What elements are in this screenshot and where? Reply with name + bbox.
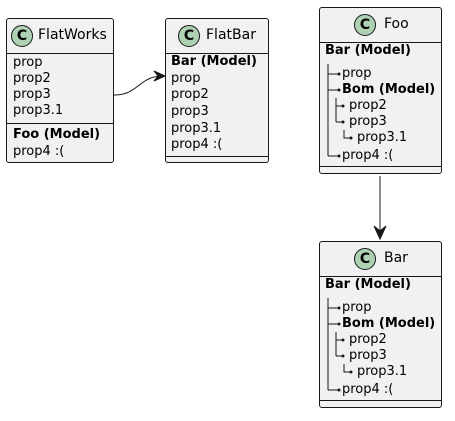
divider bbox=[320, 166, 441, 167]
class-header: C FlatWorks bbox=[7, 19, 113, 53]
class-badge-icon: C bbox=[354, 14, 376, 36]
field: prop bbox=[171, 71, 201, 86]
tree-item: prop bbox=[342, 66, 372, 81]
tree-item: prop3.1 bbox=[357, 130, 408, 145]
class-name: FlatBar bbox=[206, 27, 256, 43]
field: prop3 bbox=[171, 104, 209, 119]
class-header: C Bar bbox=[320, 242, 441, 276]
field: prop3.1 bbox=[171, 121, 222, 136]
class-badge-icon: C bbox=[178, 25, 200, 47]
class-header: C Foo bbox=[320, 8, 441, 42]
class-name: Bar bbox=[384, 250, 408, 266]
field: prop4 :( bbox=[13, 144, 65, 159]
field: prop4 :( bbox=[171, 137, 223, 152]
divider bbox=[320, 276, 441, 277]
tree-item: prop3 bbox=[349, 348, 387, 363]
class-bar[interactable]: C Bar Bar (Model) prop Bom (Model) prop2… bbox=[319, 241, 442, 408]
divider bbox=[166, 156, 268, 157]
tree-title: Bar (Model) bbox=[325, 43, 411, 58]
foo-to-bar-arrowhead bbox=[373, 225, 387, 241]
group-title: Foo (Model) bbox=[13, 127, 101, 142]
tree-lines bbox=[327, 298, 353, 392]
tree-item: Bom (Model) bbox=[342, 316, 436, 331]
divider bbox=[320, 400, 441, 401]
class-foo[interactable]: C Foo Bar (Model) prop Bom (Model) prop2… bbox=[319, 7, 442, 174]
field: prop2 bbox=[13, 71, 51, 86]
tree-lines bbox=[327, 64, 353, 158]
class-badge-icon: C bbox=[354, 248, 376, 270]
flatworks-to-flatbar-arrowhead bbox=[153, 70, 167, 82]
field: Bar (Model) bbox=[171, 54, 257, 69]
divider bbox=[7, 123, 113, 124]
class-name: FlatWorks bbox=[38, 27, 107, 43]
class-badge-icon: C bbox=[11, 25, 33, 47]
tree-item: prop bbox=[342, 300, 372, 315]
divider bbox=[320, 42, 441, 43]
tree-item: prop2 bbox=[349, 98, 387, 113]
divider bbox=[166, 53, 268, 54]
class-flatworks[interactable]: C FlatWorks prop prop2 prop3 prop3.1 Foo… bbox=[6, 18, 114, 163]
field: prop3 bbox=[13, 87, 51, 102]
flatworks-to-flatbar-arrow bbox=[113, 75, 161, 96]
field: prop2 bbox=[171, 87, 209, 102]
tree-item: prop3.1 bbox=[357, 364, 408, 379]
tree-item: prop2 bbox=[349, 332, 387, 347]
tree-item: prop4 :( bbox=[342, 382, 394, 397]
tree-item: Bom (Model) bbox=[342, 82, 436, 97]
field: prop bbox=[13, 55, 43, 70]
tree-item: prop3 bbox=[349, 114, 387, 129]
tree-title: Bar (Model) bbox=[325, 277, 411, 292]
tree-item: prop4 :( bbox=[342, 148, 394, 163]
class-header: C FlatBar bbox=[166, 19, 268, 53]
field: prop3.1 bbox=[13, 103, 64, 118]
class-name: Foo bbox=[384, 16, 409, 32]
class-flatbar[interactable]: C FlatBar Bar (Model) prop prop2 prop3 p… bbox=[165, 18, 269, 163]
divider bbox=[7, 53, 113, 54]
